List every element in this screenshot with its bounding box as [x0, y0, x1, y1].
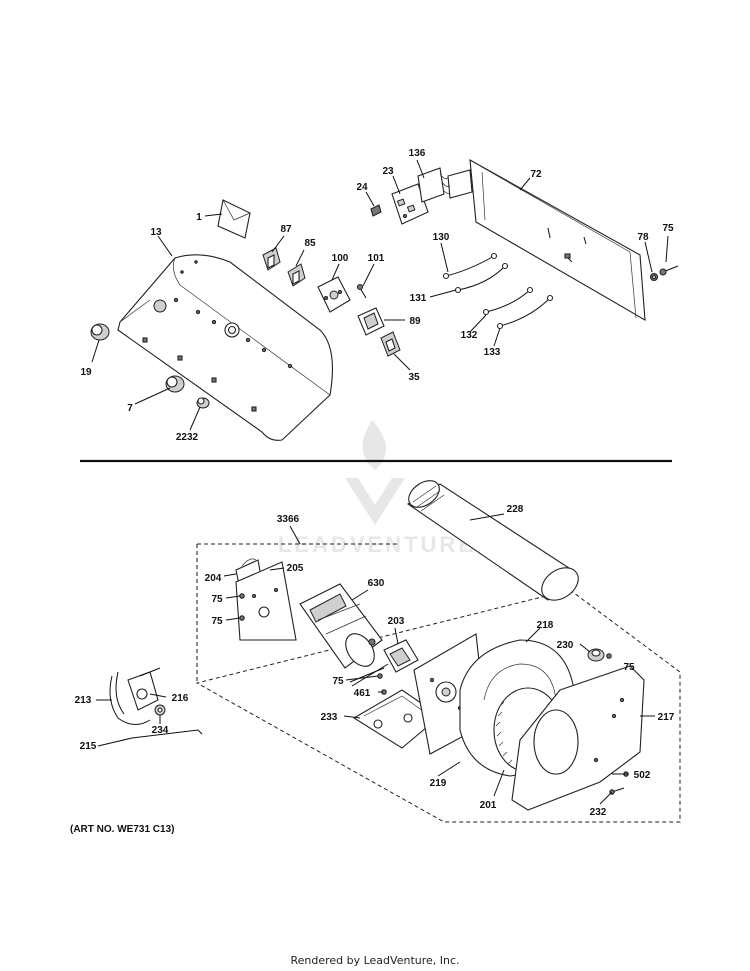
part-labels: 136 23 24 72 1 13 87 85 100 101 130 78 7…	[75, 148, 675, 818]
screw-75-base[interactable]	[377, 673, 383, 679]
label-461: 461	[354, 688, 371, 699]
footer-credit: Rendered by LeadVenture, Inc.	[290, 954, 460, 967]
instruction-envelope[interactable]	[217, 199, 251, 239]
motor-630[interactable]	[299, 583, 383, 672]
label-100: 100	[332, 253, 349, 264]
label-230: 230	[557, 640, 574, 651]
label-72: 72	[530, 169, 542, 180]
label-13: 13	[150, 227, 162, 238]
label-233: 233	[321, 712, 338, 723]
front-panel-217[interactable]	[511, 665, 645, 811]
label-89: 89	[409, 316, 421, 327]
bottom-leaders	[96, 513, 655, 805]
label-213: 213	[75, 695, 92, 706]
label-217: 217	[658, 712, 675, 723]
label-75-thermostat: 75	[623, 662, 635, 673]
label-201: 201	[480, 800, 497, 811]
watermark-logo-icon	[345, 478, 405, 525]
kit-outline-3366	[195, 543, 681, 823]
knob-7[interactable]	[165, 375, 185, 393]
label-1: 1	[196, 212, 202, 223]
label-133: 133	[484, 347, 501, 358]
base-233[interactable]	[352, 689, 441, 749]
wire-harness-136[interactable]	[417, 167, 473, 203]
top-leaders	[91, 159, 669, 431]
screw-24[interactable]	[370, 204, 382, 217]
label-219: 219	[430, 778, 447, 789]
timer-100[interactable]	[317, 276, 351, 313]
label-136: 136	[409, 148, 426, 159]
label-19: 19	[80, 367, 92, 378]
label-216: 216	[172, 693, 189, 704]
label-87: 87	[280, 224, 292, 235]
label-3366: 3366	[277, 514, 300, 525]
label-232: 232	[590, 807, 607, 818]
screw-232[interactable]	[609, 787, 625, 795]
screw-75-mount-b[interactable]	[239, 615, 245, 621]
duct-228[interactable]	[404, 475, 585, 607]
control-panel[interactable]	[117, 254, 333, 441]
label-630: 630	[368, 578, 385, 589]
idler-216[interactable]	[127, 667, 161, 711]
label-131: 131	[410, 293, 427, 304]
label-203: 203	[388, 616, 405, 627]
switch-35[interactable]	[380, 331, 401, 357]
art-number: (ART NO. WE731 C13)	[70, 824, 175, 835]
label-205: 205	[287, 563, 304, 574]
control-board-23[interactable]	[391, 183, 429, 225]
screw-75-thermostat[interactable]	[606, 653, 612, 659]
knob-19[interactable]	[90, 323, 110, 341]
screw-78[interactable]	[649, 272, 659, 282]
wire-132[interactable]	[482, 286, 534, 316]
label-218: 218	[537, 620, 554, 631]
thermostat-230[interactable]	[587, 648, 605, 662]
label-132: 132	[461, 330, 478, 341]
label-101: 101	[368, 253, 385, 264]
label-85: 85	[304, 238, 316, 249]
switch-87[interactable]	[262, 247, 281, 271]
back-panel-72[interactable]	[469, 159, 646, 322]
switch-85[interactable]	[287, 263, 306, 287]
switch-89[interactable]	[357, 307, 385, 336]
screw-101[interactable]	[356, 283, 367, 299]
knob-2232[interactable]	[196, 397, 210, 409]
watermark-text: LEADVENTURE	[278, 532, 476, 557]
label-35: 35	[408, 372, 420, 383]
label-75-base: 75	[332, 676, 344, 687]
screw-75-top[interactable]	[659, 265, 679, 276]
motor-mount-205[interactable]	[235, 561, 297, 641]
screw-75-mount-a[interactable]	[239, 593, 245, 599]
label-215: 215	[80, 741, 97, 752]
pulley-234[interactable]	[154, 704, 166, 716]
label-234: 234	[152, 725, 169, 736]
wire-130[interactable]	[442, 252, 498, 280]
label-204: 204	[205, 573, 222, 584]
label-130: 130	[433, 232, 450, 243]
coupling-203[interactable]	[383, 639, 419, 673]
spring-215[interactable]	[131, 729, 203, 739]
label-75-mount-a: 75	[211, 594, 223, 605]
label-24: 24	[356, 182, 368, 193]
label-7: 7	[127, 403, 133, 414]
label-23: 23	[382, 166, 394, 177]
label-228: 228	[507, 504, 524, 515]
label-502: 502	[634, 770, 651, 781]
wire-131[interactable]	[454, 262, 509, 294]
belt-213[interactable]	[109, 671, 151, 725]
wire-133[interactable]	[496, 294, 554, 330]
label-75-mount-b: 75	[211, 616, 223, 627]
watermark-flame-icon	[362, 420, 387, 470]
label-78: 78	[637, 232, 649, 243]
label-2232: 2232	[176, 432, 199, 443]
label-75-top: 75	[662, 223, 674, 234]
